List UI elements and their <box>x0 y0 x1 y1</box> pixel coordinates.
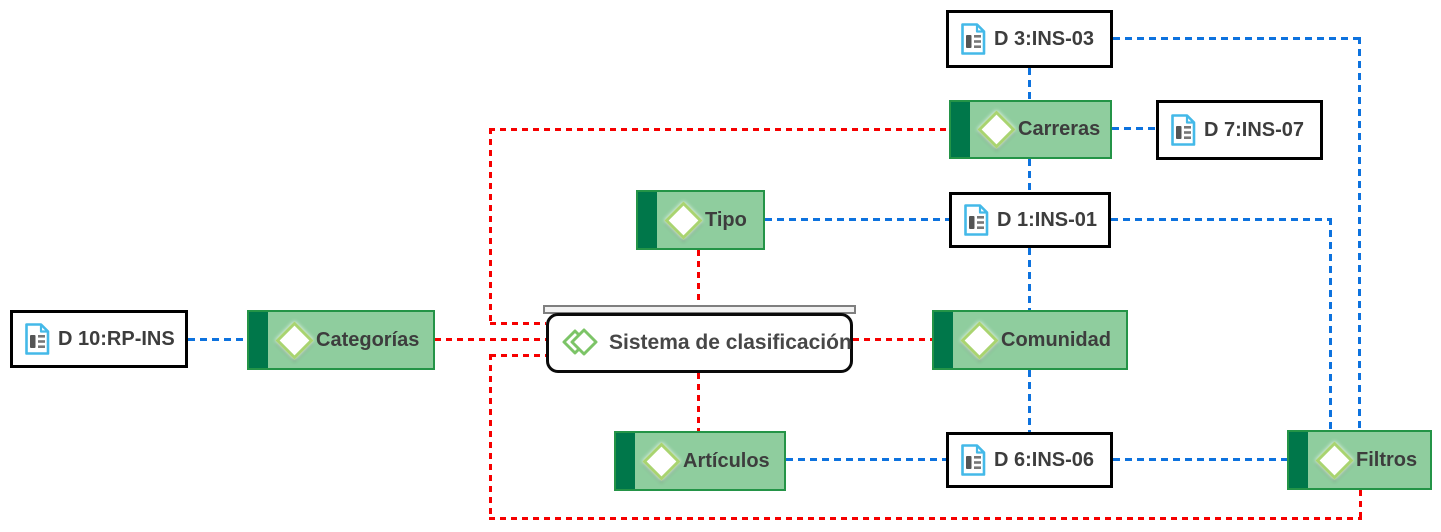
diamond-icon <box>275 320 314 360</box>
connector-tipo-d1 <box>765 218 949 221</box>
connector-carreras-d1 <box>1028 159 1031 192</box>
diamond-icon <box>977 110 1016 149</box>
node-d3[interactable]: D 3:INS-03 <box>946 10 1113 68</box>
document-icon <box>961 23 986 55</box>
entity-label: Categorías <box>316 328 420 351</box>
node-categorias[interactable]: Categorías <box>247 310 435 370</box>
document-icon <box>961 444 986 476</box>
entity-stripe <box>638 192 657 248</box>
double-diamond-icon <box>562 328 598 356</box>
connector-d1-filtros-drop <box>1329 218 1332 430</box>
entity-label: Comunidad <box>1001 328 1111 351</box>
entity-stripe <box>934 312 953 368</box>
connector-d3-filtros-run <box>1113 37 1361 40</box>
node-tipo[interactable]: Tipo <box>636 190 765 250</box>
connector-d3-carreras <box>1028 68 1031 100</box>
connector-d3-filtros-drop <box>1358 37 1361 430</box>
document-label: D 1:INS-01 <box>997 208 1098 231</box>
connector-sistema-carreras-stub <box>490 322 546 325</box>
connector-categorias-sistema <box>435 338 546 341</box>
entity-label: Tipo <box>705 208 747 231</box>
connector-sistema-carreras-run <box>489 128 949 131</box>
connector-sistema-tipo <box>697 250 700 305</box>
connector-articulos-d6 <box>786 458 946 461</box>
diamond-icon <box>960 320 999 360</box>
connector-d6-filtros <box>1113 458 1287 461</box>
node-d1[interactable]: D 1:INS-01 <box>949 192 1111 248</box>
connector-sistema-filtros-run <box>489 517 1362 520</box>
diamond-icon <box>664 200 703 240</box>
document-icon <box>1171 114 1196 146</box>
node-filtros[interactable]: Filtros <box>1287 430 1432 490</box>
central-node-label: Sistema de clasificación <box>609 331 852 354</box>
document-label: D 7:INS-07 <box>1204 118 1305 141</box>
connector-sistema-carreras-riser <box>489 128 492 324</box>
node-articulos[interactable]: Artículos <box>614 431 786 491</box>
entity-label: Carreras <box>1018 118 1101 140</box>
node-d10[interactable]: D 10:RP-INS <box>10 310 188 368</box>
document-label: D 10:RP-INS <box>58 327 175 350</box>
node-comunidad[interactable]: Comunidad <box>932 310 1128 370</box>
entity-stripe <box>616 433 635 489</box>
entity-label: Filtros <box>1356 448 1418 471</box>
connector-sistema-articulos <box>697 373 700 431</box>
connector-sistema-comunidad <box>853 338 932 341</box>
document-label: D 3:INS-03 <box>994 27 1095 50</box>
diamond-icon <box>1315 440 1354 480</box>
entity-stripe <box>951 102 970 157</box>
entity-label: Artículos <box>683 449 770 472</box>
connector-comunidad-d6 <box>1028 370 1031 432</box>
diamond-icon <box>642 441 681 481</box>
node-carreras[interactable]: Carreras <box>949 100 1112 159</box>
connector-d10-categorias <box>188 338 247 341</box>
document-icon <box>25 323 50 355</box>
node-sistema[interactable]: Sistema de clasificación <box>546 313 853 373</box>
connector-d1-filtros-run <box>1111 218 1332 221</box>
document-icon <box>964 204 989 236</box>
connector-sistema-filtros-riser <box>1359 490 1362 520</box>
node-d6[interactable]: D 6:INS-06 <box>946 432 1113 488</box>
entity-stripe <box>1289 432 1308 488</box>
document-label: D 6:INS-06 <box>994 448 1095 471</box>
entity-stripe <box>249 312 268 368</box>
connector-sistema-filtros-drop <box>489 354 492 520</box>
connector-sistema-filtros-stub <box>490 354 546 357</box>
connector-d1-comunidad <box>1028 248 1031 310</box>
node-d7[interactable]: D 7:INS-07 <box>1156 100 1323 160</box>
connector-carreras-d7 <box>1112 127 1156 130</box>
